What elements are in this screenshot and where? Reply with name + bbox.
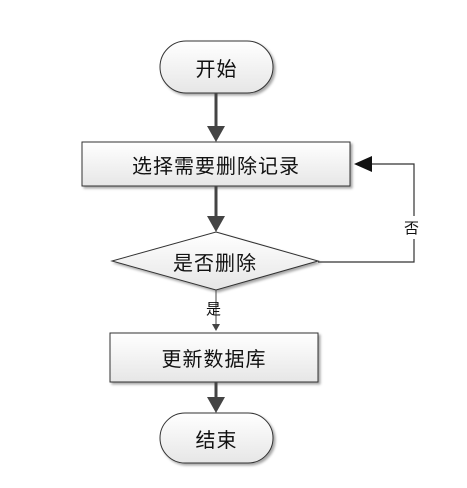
no-edge-label: 否 bbox=[404, 216, 420, 239]
arrow-update-to-end bbox=[207, 382, 225, 413]
decision-label: 是否删除 bbox=[173, 250, 257, 275]
start-label: 开始 bbox=[195, 56, 238, 81]
arrow-start-to-select bbox=[207, 93, 225, 142]
update-database-label: 更新数据库 bbox=[161, 347, 267, 371]
end-terminator bbox=[159, 412, 274, 464]
update-database-process bbox=[109, 332, 319, 383]
end-label: 结束 bbox=[195, 427, 238, 452]
select-record-label: 选择需要删除记录 bbox=[132, 153, 300, 178]
arrow-no-loop-back bbox=[318, 156, 415, 263]
arrow-select-to-decision bbox=[207, 186, 225, 232]
select-record-process bbox=[81, 141, 351, 187]
arrow-yes-to-update bbox=[212, 290, 220, 331]
yes-edge-label: 是 bbox=[206, 300, 222, 318]
